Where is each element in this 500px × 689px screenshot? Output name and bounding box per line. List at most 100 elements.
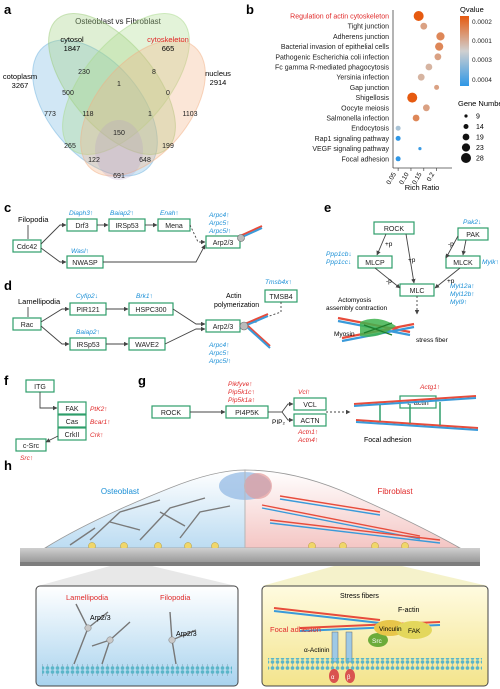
chart-bubble (395, 125, 401, 131)
d-node-label: WAVE2 (135, 342, 159, 349)
chart-category-label: Gap junction (350, 85, 389, 92)
d-label-actin: Actin (226, 293, 242, 300)
e-node-mlck (445, 255, 481, 269)
inset-label-filopodia: Filopodia (160, 593, 191, 602)
panel-label-c: c (4, 200, 11, 215)
venn-region: 1103 (182, 111, 197, 118)
chart-category-label: Tight junction (348, 24, 389, 31)
e-mod-label: +p (408, 257, 416, 264)
venn-label-nucleus: nucleus (205, 69, 231, 78)
venn-title: Osteoblast vs Fibroblast (75, 17, 162, 26)
c-node-label: NWASP (72, 260, 98, 267)
c-gene: Arpc5↑ (208, 220, 230, 227)
panel-label-e: e (324, 200, 331, 215)
g-gene: Pikfyve↑ (228, 381, 253, 388)
inset-label-alpha-actinin: α-Actinin (304, 647, 330, 654)
zoom-wedge-left (38, 566, 236, 586)
size-legend-dot (461, 143, 471, 152)
size-legend-label: 19 (476, 135, 484, 142)
f-node-cas (57, 414, 87, 428)
d-node-label: TMSB4 (269, 294, 292, 301)
inset-lamellipodia (35, 585, 239, 687)
venn-total-cytoskeleton: 665 (162, 44, 175, 53)
colorbar (460, 16, 469, 86)
g-label-pip2: PIP₂ (272, 419, 285, 426)
d-gene: Cyfip2↓ (76, 293, 98, 300)
chart-bubble (425, 63, 433, 71)
venn-region: 118 (82, 111, 93, 118)
panel-label-f: f (4, 373, 9, 388)
g-gene: Actg1↑ (419, 384, 440, 391)
venn-region: 1 (148, 111, 152, 118)
e-node-label: ROCK (384, 226, 405, 233)
venn-region: 230 (78, 69, 90, 76)
d-gene: Tmsb4x↑ (265, 279, 292, 286)
d-node-label: IRSp53 (76, 342, 99, 349)
d-gene: Arpc4↑ (208, 342, 230, 349)
f-node-crkii (57, 427, 87, 441)
venn-region: 122 (88, 157, 100, 164)
d-label-polymerization: polymerization (214, 302, 259, 309)
f-node-label: ITG (34, 384, 46, 391)
venn-region: 0 (166, 90, 170, 97)
chart-x-tick-label: 0.05 (385, 171, 398, 186)
chart-category-label: Oocyte meiosis (341, 105, 389, 112)
chart-category-label: Endocytosis (351, 126, 389, 133)
c-node-label: Arp2/3 (213, 240, 234, 247)
f-gene: Bcar1↑ (90, 419, 111, 426)
inset-label-beta: β (347, 675, 351, 681)
inset-label-arp23: Arp2/3 (176, 631, 197, 638)
chart-bubble (407, 92, 418, 103)
e-arrows (374, 233, 467, 315)
f-node-label: Cas (66, 419, 79, 426)
e-mod-label: -p (448, 241, 454, 248)
chart-x-label: Rich Ratio (405, 183, 440, 192)
inset-label-factin: F-actin (398, 607, 420, 614)
chart-category-label: Adherens junction (333, 34, 389, 41)
chart-category-label: Rap1 signaling pathway (315, 136, 390, 143)
d-node-label: Rac (21, 322, 34, 329)
chart-bubble (412, 114, 420, 122)
venn-label-cytosol: cytosol (60, 35, 84, 44)
c-node-label: IRSp53 (115, 223, 138, 230)
e-myosin-illustration (337, 316, 415, 343)
colorbar-tick: 0.0004 (472, 77, 492, 84)
d-node-label: Arp2/3 (213, 324, 234, 331)
venn-region: 199 (162, 143, 174, 150)
e-node-label: PAK (466, 232, 480, 239)
colorbar-tick: 0.0001 (472, 38, 492, 45)
inset-label-arp23: Arp2/3 (90, 615, 111, 622)
e-gene: Myl12a↑ (450, 283, 475, 290)
c-node-label: Mena (165, 223, 183, 230)
c-node-label: Drf3 (75, 223, 88, 230)
c-title: Filopodia (18, 215, 49, 224)
chart-category-label: Fc gamma R-mediated phagocytosis (275, 65, 389, 72)
venn-diagram (32, 13, 206, 180)
size-legend-dot (463, 124, 469, 129)
d-node-rac (12, 317, 42, 331)
venn-label-cotoplasm: cotoplasm (3, 72, 37, 81)
g-node-actn (293, 413, 327, 427)
g-gene: Pip5k1a↑ (228, 397, 255, 404)
chart-bubble (434, 84, 440, 90)
f-node-label: FAK (65, 406, 79, 413)
chart-x-tick-label: 0.2 (426, 171, 437, 183)
f-gene: Src↑ (20, 455, 33, 462)
g-node-label: VCL (303, 402, 317, 409)
chart-bubble (422, 104, 430, 112)
g-node-label: PI4P5K (235, 410, 259, 417)
e-node-rock (373, 221, 415, 235)
inset-label-alpha: α (331, 675, 335, 681)
inset-label-stress-fibers: Stress fibers (340, 593, 379, 600)
colorbar-tick: 0.0002 (472, 19, 492, 26)
c-node-label: Cdc42 (17, 244, 37, 251)
h-label-osteoblast: Osteoblast (101, 487, 140, 496)
e-mod-label: +p (447, 278, 455, 285)
chart-bubble (418, 147, 422, 151)
size-legend-label: 23 (476, 145, 484, 152)
f-arrows (39, 392, 59, 443)
chart-bubble (395, 135, 401, 141)
c-gene: Arpc5l↑ (208, 228, 231, 235)
